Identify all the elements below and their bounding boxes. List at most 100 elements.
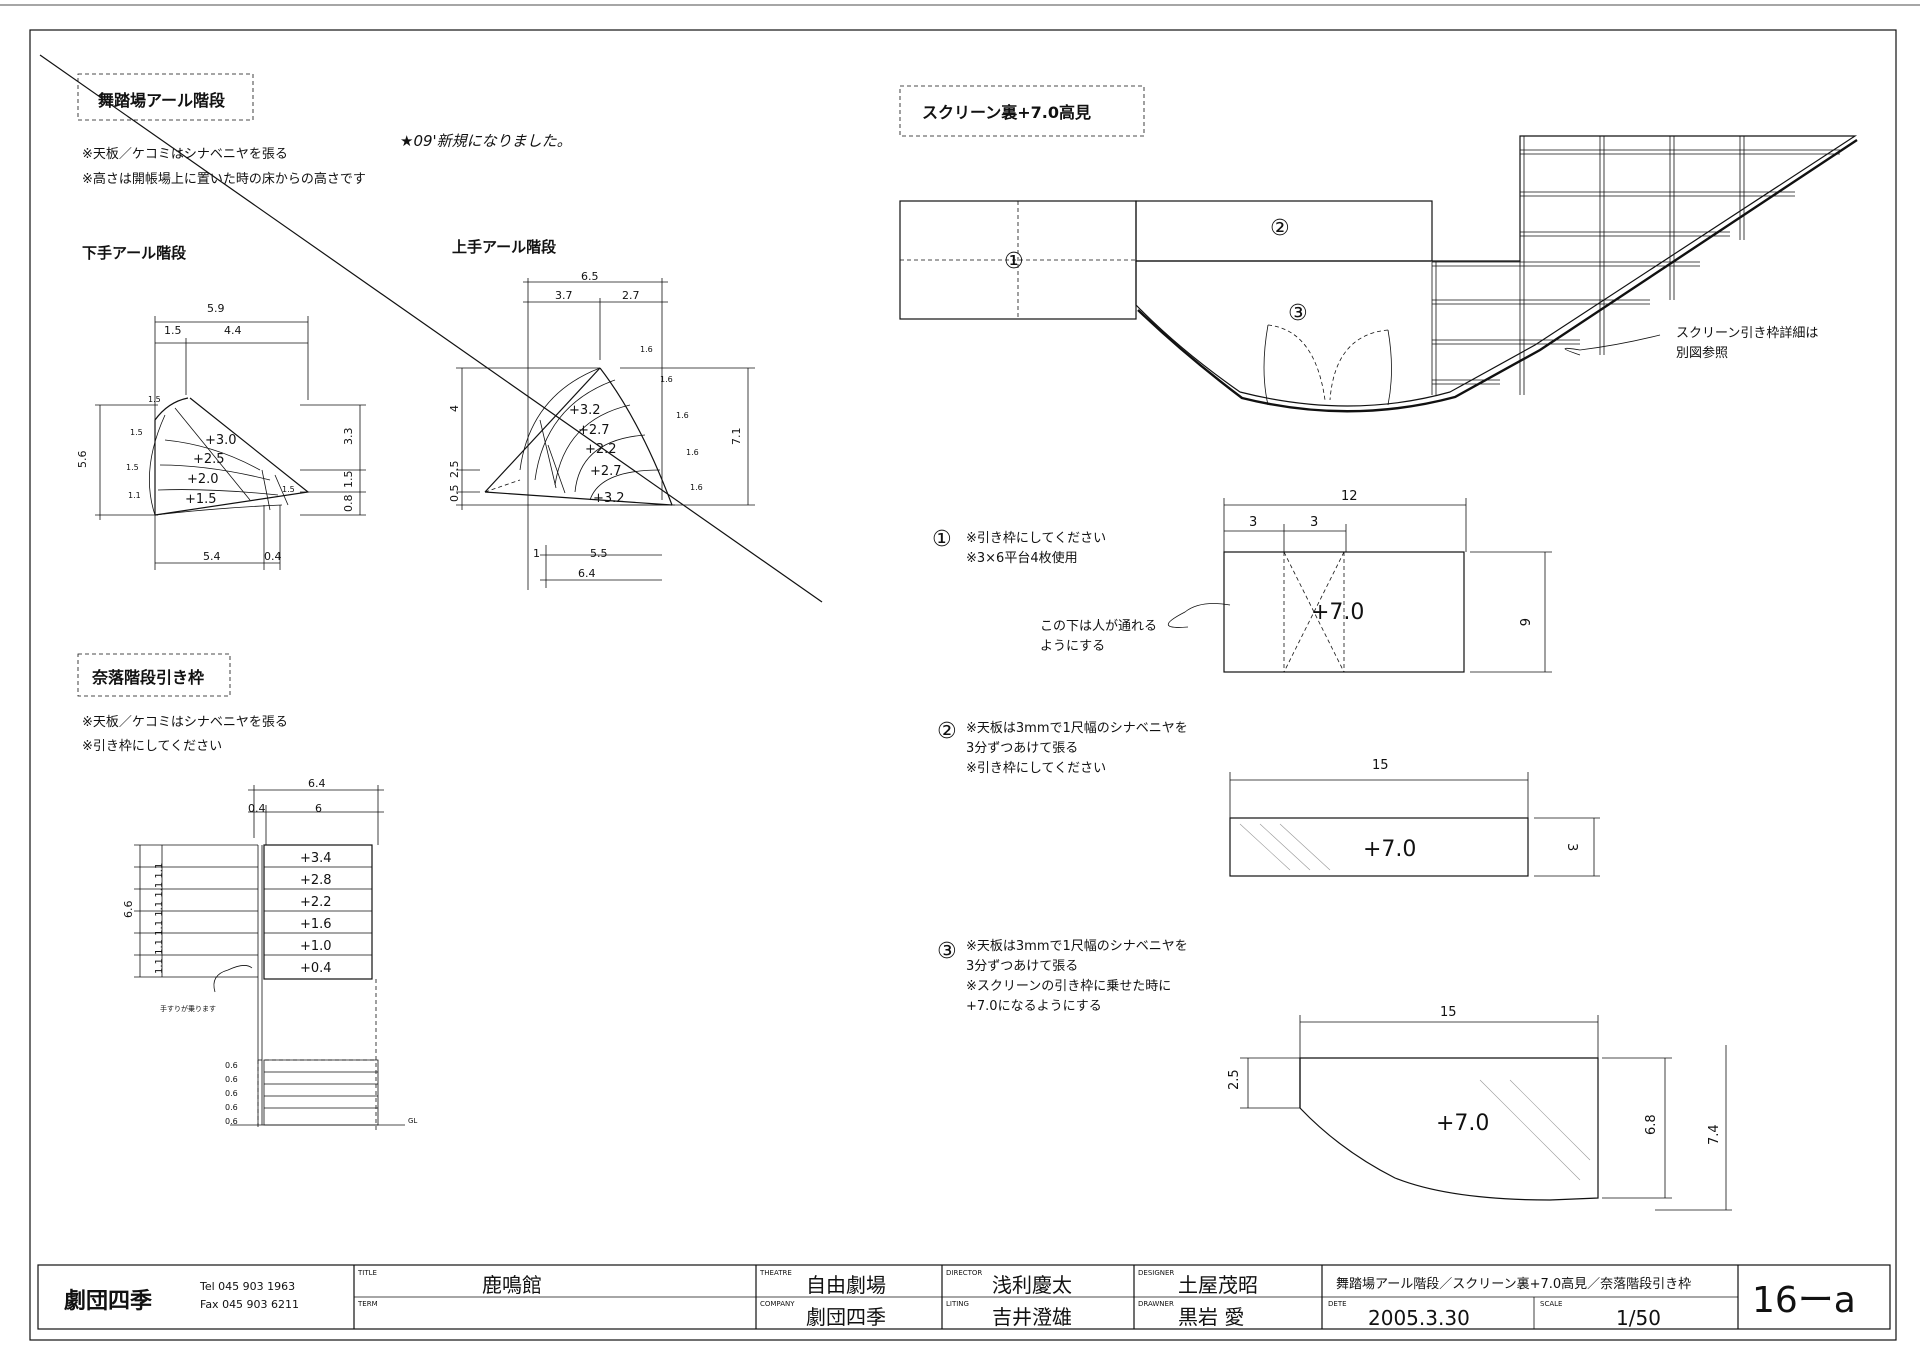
item3-h1: 2.5 xyxy=(1227,1069,1242,1090)
director-label: DIRECTOR xyxy=(946,1269,982,1277)
left-step-3: +2.0 xyxy=(187,472,219,487)
left-step-1: +3.0 xyxy=(205,433,237,448)
handwritten-note: ★09'新規になりました。 xyxy=(400,132,572,150)
pit-gl: GL xyxy=(408,1117,417,1125)
pit-w-b: 6 xyxy=(315,802,322,815)
right-small-3: 1.6 xyxy=(676,411,689,420)
item2-h: 3 xyxy=(1564,843,1579,851)
designer-value: 土屋茂昭 xyxy=(1178,1273,1258,1297)
date-value: 2005.3.30 xyxy=(1368,1306,1470,1330)
liting-label: LITING xyxy=(946,1300,969,1308)
left-r1: 3.3 xyxy=(342,428,355,446)
item1-b: 3 xyxy=(1310,515,1318,530)
item2-val: +7.0 xyxy=(1363,837,1416,862)
item3-note-2: 3分ずつあけて張る xyxy=(966,959,1078,974)
pit-stairs-title: 奈落階段引き枠 xyxy=(91,668,204,687)
left-bot-b: 0.4 xyxy=(264,550,282,563)
left-small-3: 1.5 xyxy=(126,463,139,472)
arc-stairs-note-1: ※天板／ケコミはシナベニヤを張る xyxy=(82,147,288,162)
item3-note-4: +7.0になるようにする xyxy=(966,999,1102,1014)
pit-h-steps: 1.1 1.1 1.1 1.1 1.1 1.1 xyxy=(154,863,165,974)
item1-num: ① xyxy=(932,527,952,552)
item3-num: ③ xyxy=(937,939,957,964)
right-step-4: +2.7 xyxy=(590,464,622,479)
right-top-w: 6.5 xyxy=(581,270,599,283)
item1-pass-note-1: この下は人が通れる xyxy=(1040,619,1157,634)
arc-stairs-title-box xyxy=(77,73,254,121)
item3-note-1: ※天板は3mmで1尺幅のシナベニヤを xyxy=(966,939,1188,954)
pit-small-5: 0.6 xyxy=(225,1117,238,1126)
item1-val: +7.0 xyxy=(1311,600,1364,625)
company-fax: Fax 045 903 6211 xyxy=(200,1298,299,1311)
sheet-border xyxy=(29,29,1897,1341)
drawner-label: DRAWNER xyxy=(1138,1300,1174,1308)
pit-stairs-note-1: ※天板／ケコミはシナベニヤを張る xyxy=(82,715,288,730)
theatre-label: THEATRE xyxy=(759,1269,792,1277)
left-top-b: 4.4 xyxy=(224,324,242,337)
company-logo: 劇団四季 xyxy=(64,1289,152,1314)
left-top-w: 5.9 xyxy=(207,302,225,315)
company-tel: Tel 045 903 1963 xyxy=(199,1280,295,1293)
designer-label: DESIGNER xyxy=(1138,1269,1174,1277)
left-small-1: 1.5 xyxy=(148,395,161,404)
pit-step-4: +1.6 xyxy=(300,917,332,932)
left-top-a: 1.5 xyxy=(164,324,182,337)
item2-note-3: ※引き枠にしてください xyxy=(966,761,1106,776)
right-stair-title: 上手アール階段 xyxy=(452,238,556,256)
item3-note-3: ※スクリーンの引き枠に乗せた時に xyxy=(966,979,1171,994)
pit-small-3: 0.6 xyxy=(225,1089,238,1098)
left-stair-title: 下手アール階段 xyxy=(82,244,186,262)
right-r-total: 7.1 xyxy=(730,428,743,446)
pit-small-4: 0.6 xyxy=(225,1103,238,1112)
screen-back-title-box xyxy=(899,85,1145,137)
arc-stairs-note-2: ※高さは開帳場上に置いた時の床からの高さです xyxy=(82,171,366,187)
right-top-a: 3.7 xyxy=(555,289,573,302)
company-label: COMPANY xyxy=(760,1300,795,1308)
item2-panel xyxy=(1229,772,1600,877)
left-small-4: 1.1 xyxy=(128,491,141,500)
pit-w-a: 0.4 xyxy=(248,802,266,815)
pit-small-2: 0.6 xyxy=(225,1075,238,1084)
sheet-number: 16ーa xyxy=(1752,1280,1856,1321)
left-bot-a: 5.4 xyxy=(203,550,221,563)
scale-label: SCALE xyxy=(1540,1300,1562,1308)
right-small-1: 1.6 xyxy=(640,345,653,354)
right-top-b: 2.7 xyxy=(622,289,640,302)
term-label: TERM xyxy=(357,1300,378,1308)
pit-step-2: +2.8 xyxy=(300,873,332,888)
handrail-note: 手すりが乗ります xyxy=(160,1004,216,1013)
screen-label-2: ② xyxy=(1270,216,1290,241)
item1-pass-note-2: ようにする xyxy=(1040,639,1105,654)
left-step-4: +1.5 xyxy=(185,492,217,507)
company-value: 劇団四季 xyxy=(806,1305,886,1329)
pit-step-1: +3.4 xyxy=(300,851,332,866)
item1-note-1: ※引き枠にしてください xyxy=(966,531,1106,546)
left-small-5: 1.5 xyxy=(282,485,295,494)
pit-h-total: 6.6 xyxy=(122,901,135,919)
screen-label-3: ③ xyxy=(1288,301,1308,326)
pit-step-6: +0.4 xyxy=(300,961,332,976)
right-small-5: 1.6 xyxy=(690,483,703,492)
item3-h3: 7.4 xyxy=(1707,1124,1722,1145)
screen-detail-note-1: スクリーン引き枠詳細は xyxy=(1676,325,1818,341)
liting-value: 吉井澄雄 xyxy=(992,1305,1072,1329)
left-step-2: +2.5 xyxy=(193,452,225,467)
scale-value: 1/50 xyxy=(1616,1306,1661,1330)
item1-a: 3 xyxy=(1249,515,1257,530)
right-l1: 4 xyxy=(448,405,461,412)
right-small-2: 1.6 xyxy=(660,375,673,384)
title-label: TITLE xyxy=(357,1269,377,1277)
title-block xyxy=(37,1264,1891,1330)
right-step-5: +3.2 xyxy=(593,491,625,506)
pit-step-3: +2.2 xyxy=(300,895,332,910)
left-r3: 0.8 xyxy=(342,495,355,513)
pit-stairs-note-2: ※引き枠にしてください xyxy=(82,739,222,754)
pit-w-total: 6.4 xyxy=(308,777,326,790)
right-bot-w: 6.4 xyxy=(578,567,596,580)
item3-val: +7.0 xyxy=(1436,1111,1489,1136)
pit-stairs-title-box xyxy=(77,653,231,697)
right-bot-a: 1 xyxy=(533,547,540,560)
right-l2: 2.5 xyxy=(448,461,461,479)
left-small-2: 1.5 xyxy=(130,428,143,437)
